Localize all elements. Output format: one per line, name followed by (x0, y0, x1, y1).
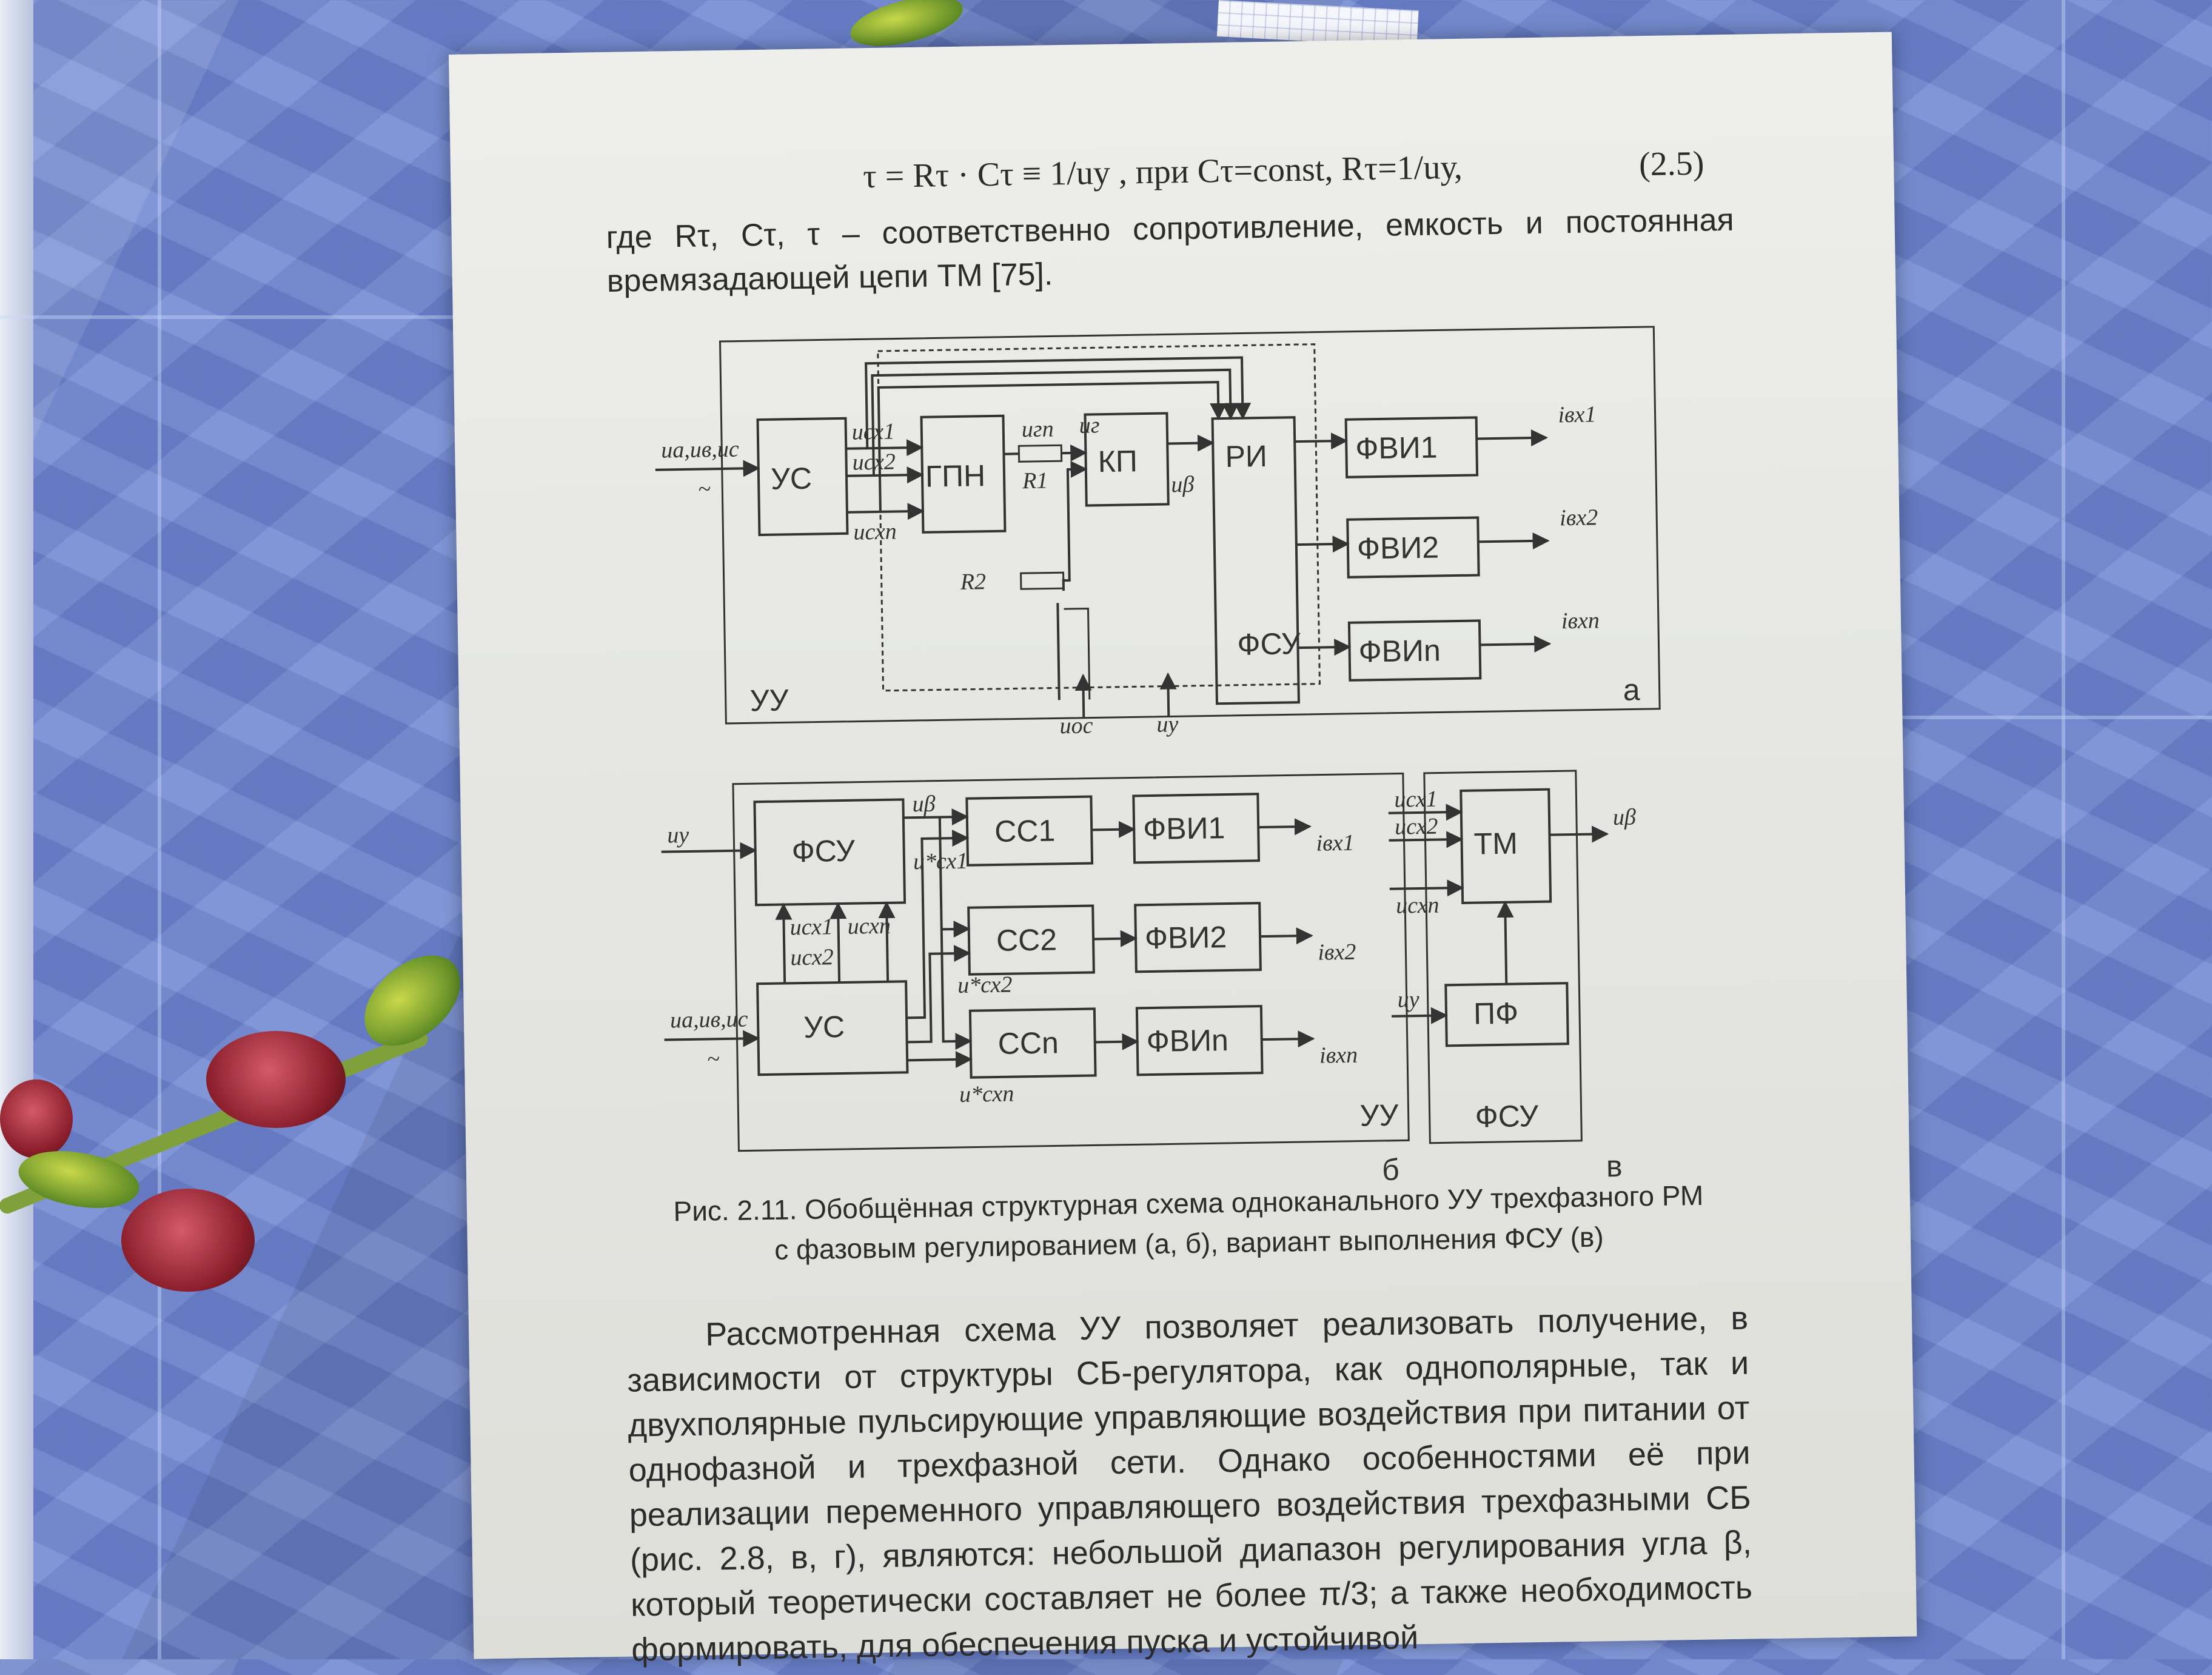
tablecloth-line (1880, 716, 2212, 719)
text-tm: ТМ (1473, 826, 1518, 861)
text-fsu-b: ФСУ (791, 834, 855, 869)
panel-letter-c: в (1606, 1149, 1623, 1183)
label-input-b: ua,uв,uс (670, 1006, 748, 1033)
panel-letter-b: б (1382, 1153, 1400, 1187)
fsu-frame-a (877, 343, 1321, 692)
rose-bud (0, 1079, 73, 1158)
label-usx2-a: uсх2 (852, 449, 896, 475)
text-pf: ПФ (1473, 996, 1519, 1030)
resistor-r2 (1020, 571, 1065, 590)
label-ubeta-c: uβ (1613, 804, 1637, 830)
text-fsu-frame-a: ФСУ (1237, 626, 1301, 662)
label-usxn-c: uсхn (1396, 893, 1439, 919)
label-ug: uг (1079, 412, 1099, 438)
panel-letter-a: а (1623, 673, 1640, 707)
label-usxn-a: uсхn (853, 519, 897, 545)
text-uu-frame-b: УУ (1359, 1098, 1399, 1133)
rose-bud (121, 1189, 255, 1292)
label-usx2-c: uсх2 (1395, 814, 1438, 840)
document-page: τ = Rτ · Cτ ≡ 1/uу , при Cτ=const, Rτ=1/… (449, 32, 1917, 1668)
leaf-decoration (347, 942, 478, 1059)
text-ri: РИ (1225, 439, 1267, 474)
text-kp: КП (1098, 444, 1138, 478)
text-fvi2-a: ФВИ2 (1357, 530, 1439, 565)
label-ubeta-b: uβ (912, 791, 936, 817)
label-ustarn: u*схn (959, 1081, 1014, 1107)
label-ugp: uгп (1021, 416, 1053, 442)
background-edge (0, 0, 33, 1659)
resistor-r1 (1017, 444, 1063, 463)
text-fvin-a: ФВИn (1358, 633, 1441, 668)
text-fvin-b: ФВИn (1146, 1023, 1228, 1058)
tablecloth-line (158, 0, 161, 1659)
label-uu-a: uу (1156, 711, 1179, 737)
leaf-decoration (846, 0, 967, 52)
uu-frame-b (732, 772, 1410, 1152)
label-ubeta-a: uβ (1171, 472, 1195, 498)
text-ss2: СС2 (996, 922, 1057, 958)
label-r1: R1 (1022, 468, 1048, 494)
text-ss1: СС1 (994, 813, 1056, 848)
label-uos: uос (1059, 713, 1093, 739)
tablecloth-line (2062, 0, 2065, 1659)
label-ivx2-a: iвх2 (1560, 505, 1598, 531)
uu-frame-a (719, 326, 1661, 725)
label-ivxn-b: iвхn (1319, 1042, 1358, 1069)
label-ustar2: u*сх2 (957, 972, 1013, 998)
label-usx2-b: uсх2 (790, 944, 834, 970)
tablecloth-line (0, 315, 461, 319)
label-usx1-c: uсх1 (1394, 787, 1438, 813)
block-ri (1211, 416, 1300, 705)
text-ssn: ССn (997, 1025, 1059, 1061)
block-us-b (756, 980, 909, 1076)
label-ivx1-a: iвх1 (1558, 401, 1597, 428)
label-ivxn-a: iвхn (1561, 608, 1600, 634)
label-tilde-b: ~ (707, 1046, 720, 1072)
text-fsu-frame-c: ФСУ (1475, 1099, 1538, 1134)
label-input-a: ua,uв,uс (661, 437, 739, 463)
text-uu-frame-a: УУ (749, 683, 789, 717)
body-paragraph: Рассмотренная схема УУ позволяет реализо… (626, 1300, 1753, 1668)
text-fvi2-b: ФВИ2 (1145, 920, 1227, 955)
text-gpn: ГПН (925, 458, 986, 494)
text-fvi1-b: ФВИ1 (1143, 811, 1225, 846)
label-ustar1: u*сх1 (913, 848, 968, 874)
label-tilde-a: ~ (698, 476, 711, 502)
label-ivx2-b: iвх2 (1318, 939, 1356, 965)
label-usx1-a: uсх1 (852, 419, 896, 445)
label-usxn-b: uсхn (847, 913, 891, 939)
label-uu-input-b: uу (667, 822, 689, 848)
text-us-a: УС (771, 462, 813, 496)
label-ivx1-b: iвх1 (1316, 830, 1355, 856)
text-fvi1-a: ФВИ1 (1355, 430, 1438, 465)
rose-bud (206, 1031, 346, 1128)
text-us-b: УС (803, 1010, 845, 1044)
label-r2: R2 (959, 569, 986, 595)
fsu-frame-c (1423, 770, 1583, 1144)
block-diagram: ua,uв,uс ~ УС ГПН КП РИ ФВИ1 ФВИ2 ФВИn u… (655, 326, 1661, 1187)
label-uu-c: uу (1397, 987, 1419, 1013)
label-usx1-b: uсх1 (789, 914, 833, 940)
